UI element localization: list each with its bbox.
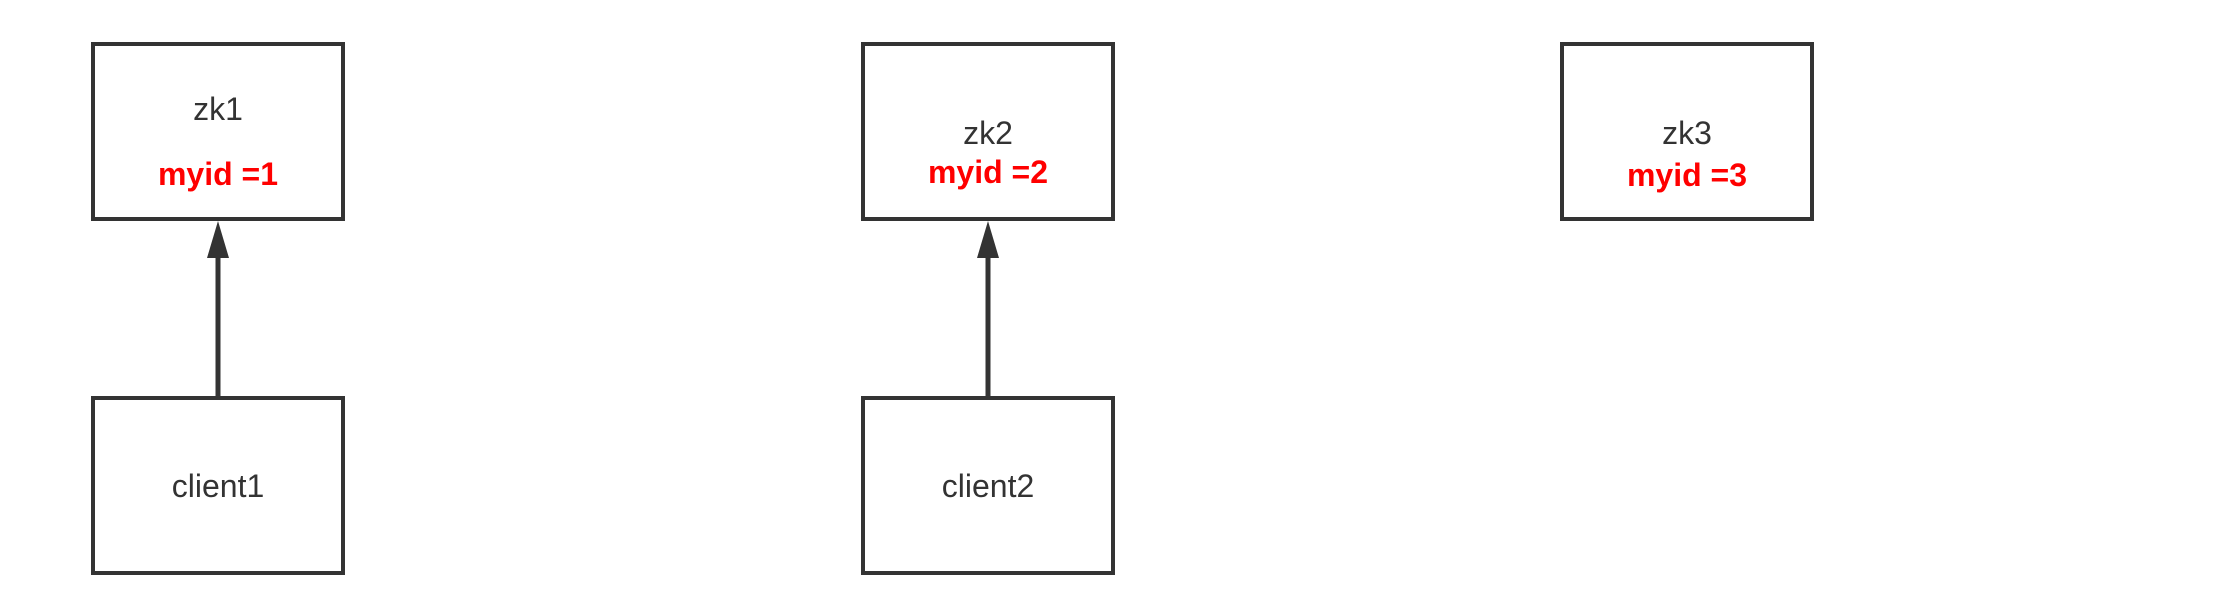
client1-node: client1: [91, 396, 345, 575]
arrow-client1-to-zk1: [207, 221, 229, 396]
zk1-label: zk1: [193, 91, 243, 127]
zk1-myid-label: myid =1: [158, 156, 278, 192]
zk1-box: [91, 42, 345, 221]
zk2-box: [861, 42, 1115, 221]
zk2-myid-label: myid =2: [928, 154, 1048, 190]
zk3-box: [1560, 42, 1814, 221]
zk3-node: zk3 myid =3: [1560, 42, 1814, 221]
client1-label: client1: [172, 468, 265, 504]
client2-node: client2: [861, 396, 1115, 575]
zk3-myid-label: myid =3: [1627, 157, 1747, 193]
client1-box: [91, 396, 345, 575]
arrow-client2-to-zk2-head: [977, 221, 999, 258]
arrow-client2-to-zk2: [977, 221, 999, 396]
zk1-node: zk1 myid =1: [91, 42, 345, 221]
client2-label: client2: [942, 468, 1035, 504]
zk2-label: zk2: [963, 115, 1013, 151]
zk2-node: zk2 myid =2: [861, 42, 1115, 221]
arrow-client1-to-zk1-head: [207, 221, 229, 258]
zk3-label: zk3: [1662, 115, 1712, 151]
client2-box: [861, 396, 1115, 575]
